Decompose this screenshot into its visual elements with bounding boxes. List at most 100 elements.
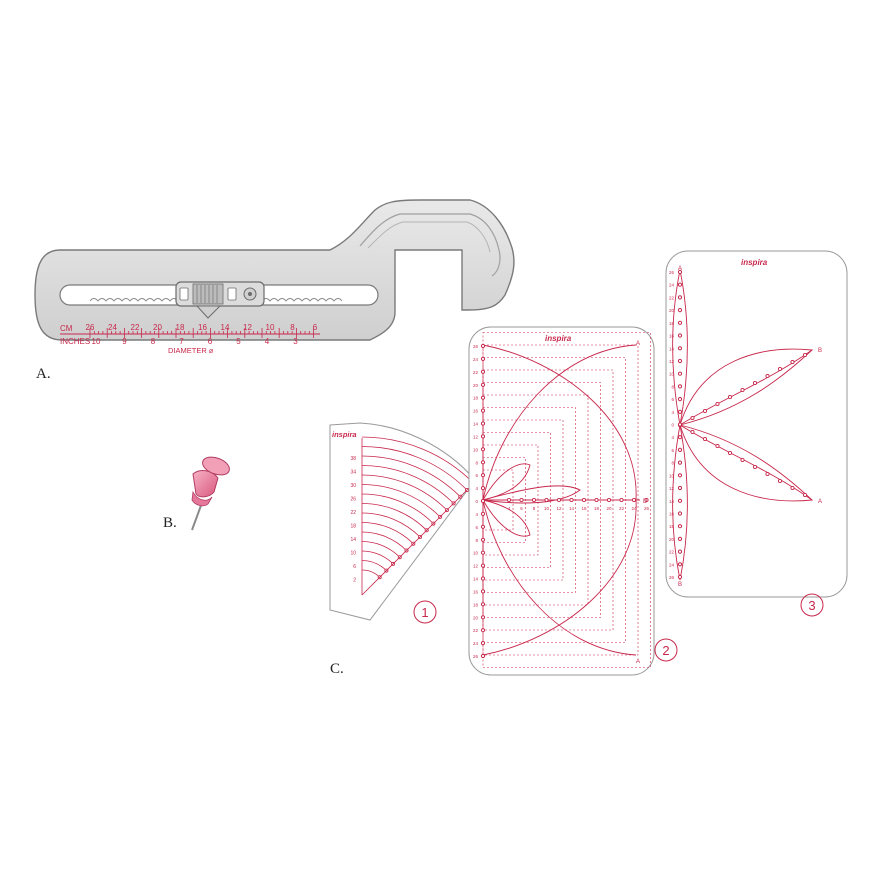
hook-inner-channel: [359, 213, 501, 277]
template-3-hole: [727, 394, 733, 400]
template-3-hole: [677, 269, 683, 275]
template-3-number: 4: [671, 410, 674, 415]
template-3-number: 22: [669, 550, 675, 555]
template-2-arc: [482, 344, 637, 501]
template-3-hole: [740, 457, 745, 463]
template-2-hole: [480, 382, 486, 387]
slider-knob[interactable]: [175, 281, 265, 319]
template-3-number: 12: [669, 359, 675, 364]
template-2-hole: [480, 537, 486, 542]
template-2-number: 16: [473, 589, 479, 594]
template-3-badge: 3: [800, 593, 824, 617]
template-3-hole: [677, 422, 683, 427]
ruler-inch-tick-label: 5: [236, 337, 241, 346]
template-2-petal: [482, 463, 531, 501]
template-3-number: 12: [669, 486, 675, 491]
template-2-number: 22: [473, 628, 479, 633]
template-2-hole: [581, 497, 587, 503]
template-3-number: 10: [669, 473, 675, 478]
template-3-number: 16: [669, 511, 675, 516]
template-2-hole: [606, 497, 612, 503]
template-2-hole: [619, 497, 624, 503]
t2-letter-d: D: [643, 499, 648, 505]
template-3-number: 22: [669, 295, 675, 300]
template-2-number: 8: [475, 460, 478, 465]
ruler-cm-tick-label: 18: [176, 323, 185, 332]
template-3-hole: [690, 429, 695, 435]
slot-teeth-right: [261, 298, 343, 302]
template-3-number: 8: [671, 384, 674, 389]
template-3-petal: [672, 424, 688, 581]
template-3-number: 0: [671, 423, 674, 428]
template-2-number: 20: [473, 615, 479, 620]
template-1-number: 34: [350, 470, 356, 476]
template-2-hole: [480, 343, 486, 349]
t1-brand: inspira: [332, 430, 357, 439]
template-2-number: 24: [473, 357, 479, 362]
template-2-number: 4: [508, 506, 511, 511]
ruler-inches-label: INCHES: [60, 337, 90, 346]
template-3-hole: [677, 485, 683, 491]
template-3-hole: [677, 358, 683, 364]
template-2-petal: [482, 499, 531, 537]
template-1-number: 6: [353, 564, 356, 570]
template-2-number: 22: [473, 370, 479, 375]
template-3-number: 26: [669, 270, 675, 275]
template-2-hole: [480, 615, 486, 620]
template-2-number: 12: [473, 564, 479, 569]
template-2-hole: [480, 408, 486, 413]
template-3-hole: [727, 450, 733, 456]
template-1-arc: [361, 436, 474, 484]
ruler-cm-label: CM: [60, 324, 73, 333]
template-3-hole: [677, 282, 683, 287]
template-2-number: 8: [475, 538, 478, 543]
template-2-badge: 2: [654, 638, 678, 662]
template-3-hole: [702, 436, 708, 442]
template-2-hole: [644, 497, 649, 503]
template-3-hole: [677, 549, 683, 554]
t3-number: 3: [808, 598, 815, 613]
template-1-number: 38: [350, 456, 356, 462]
template-2-hole: [480, 511, 486, 517]
template-2-hole: [506, 497, 512, 503]
template-1-arc: [361, 550, 394, 565]
template-3-hole: [677, 498, 683, 503]
slot-teeth-left: [89, 298, 179, 302]
template-2-number: 24: [631, 506, 637, 511]
ruler-inch-tick-label: 10: [92, 337, 101, 346]
template-1-arc: [361, 531, 407, 551]
ruler-cm-tick-label: 8: [290, 323, 295, 332]
template-2-hole: [480, 447, 486, 452]
template-3-number: 4: [671, 435, 674, 440]
template-2-hole: [480, 369, 486, 374]
template-2-hole: [631, 497, 637, 503]
template-2-number: 6: [475, 525, 478, 530]
ruler-cm-tick-label: 12: [243, 323, 252, 332]
template-2-hole: [480, 486, 486, 491]
template-3-hole: [677, 447, 683, 452]
template-1-number: 18: [350, 524, 356, 530]
label-a: A.: [36, 366, 51, 382]
template-2-hole: [544, 497, 549, 503]
template-3-hole: [677, 346, 683, 351]
template-2-hole: [480, 524, 486, 529]
template-3-hole: [677, 333, 683, 338]
template-2-number: 26: [644, 506, 650, 511]
template-1-number: 14: [350, 537, 356, 543]
template-3-hole: [740, 387, 745, 393]
template-3-hole: [752, 464, 758, 470]
template-1-arc: [361, 465, 454, 504]
template-3-hole: [677, 473, 683, 478]
template-3-number: 6: [671, 448, 674, 453]
template-3-hole: [777, 478, 783, 484]
template-2-number: 10: [544, 506, 550, 511]
template-2-number: 4: [475, 512, 478, 517]
template-1-arc: [361, 541, 401, 558]
template-2-number: 12: [556, 506, 562, 511]
template-1-arc: [361, 522, 414, 544]
template-3-hole: [677, 384, 683, 389]
ruler-cm-tick-label: 16: [198, 323, 207, 332]
